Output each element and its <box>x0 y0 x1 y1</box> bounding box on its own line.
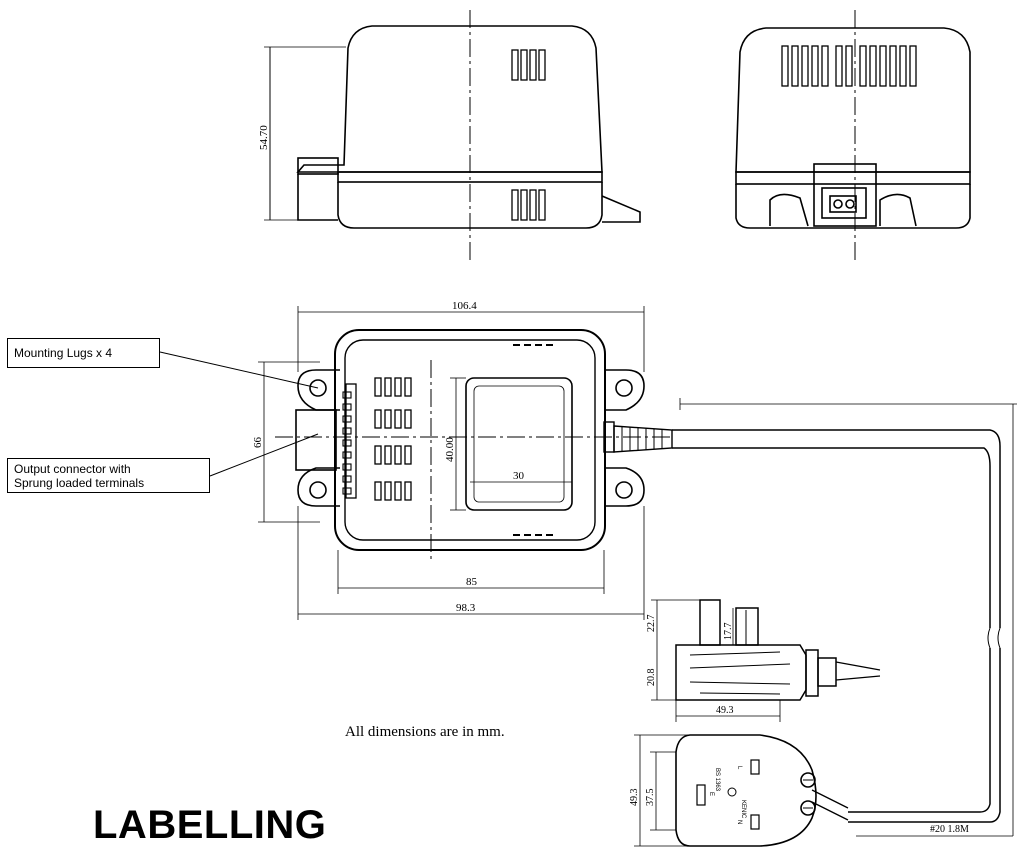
dimensions-note: All dimensions are in mm. <box>345 724 505 740</box>
callout-leaders <box>159 351 319 477</box>
plug-marking-e: E <box>708 792 714 796</box>
mounting-lugs-callout: Mounting Lugs x 4 <box>7 338 160 368</box>
plug-side-view <box>651 599 881 722</box>
dim-label-width: 30 <box>513 470 525 482</box>
section-heading: LABELLING <box>93 803 327 847</box>
dim-overall-length: 106.4 <box>452 300 477 312</box>
side-elevation <box>735 10 971 260</box>
plug-marking-n: N <box>736 820 742 824</box>
mains-cable <box>672 398 1017 837</box>
dim-earth-pin: 17.7 <box>723 623 734 641</box>
dim-label-height: 40.00 <box>444 437 456 462</box>
plug-marking-brand: KENIC <box>740 800 746 819</box>
dim-pin-length: 22.7 <box>646 615 657 633</box>
front-elevation <box>264 10 641 260</box>
output-connector-text-line2: Sprung loaded terminals <box>14 476 145 490</box>
dim-plug-depth: 49.3 <box>716 705 734 716</box>
plug-marking-rating: BS 1363 <box>714 768 720 792</box>
dim-width: 66 <box>252 437 264 449</box>
output-connector-callout: Output connector with Sprung loaded term… <box>7 458 210 493</box>
plug-face-view <box>634 734 849 847</box>
output-connector-text-line1: Output connector with <box>14 462 131 476</box>
mounting-lugs-text: Mounting Lugs x 4 <box>14 346 113 360</box>
plug-marking-l: L <box>736 766 742 770</box>
plan-view <box>258 306 673 620</box>
dim-plug-face-inner: 37.5 <box>645 789 656 807</box>
dim-lug-span: 98.3 <box>456 602 476 614</box>
dim-body-length: 85 <box>466 576 478 588</box>
dim-plug-face-height: 49.3 <box>629 789 640 807</box>
cable-spec-label: #20 1.8M <box>930 824 969 835</box>
dim-height-label: 54.70 <box>258 125 270 150</box>
dim-plug-height: 20.8 <box>646 669 657 687</box>
